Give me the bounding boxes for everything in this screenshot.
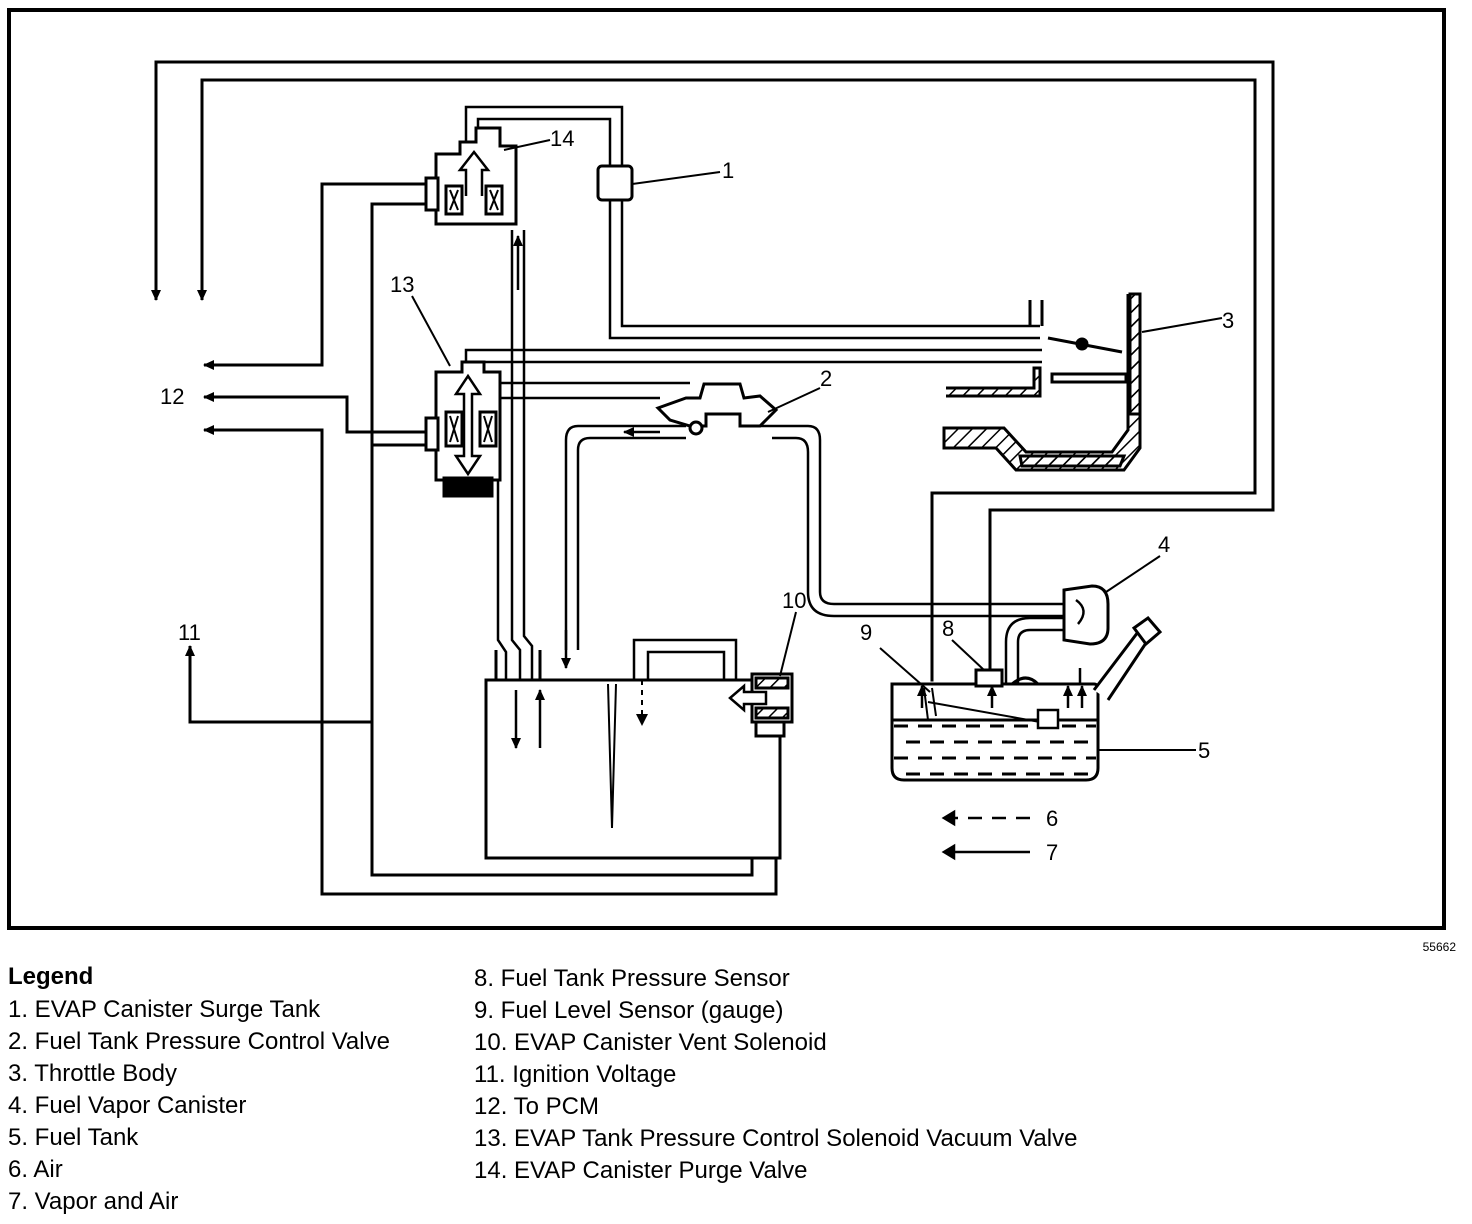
legend-item: 12. To PCM [474,1093,599,1120]
wire-ignition [188,658,374,724]
purge-valve-14 [424,126,518,226]
pressure-control-solenoid-13 [424,360,502,498]
callout-10: 10 [782,588,806,613]
legend-item: 5. Fuel Tank [8,1124,139,1151]
wire-loop-outer [154,60,1275,677]
callout-1: 1 [722,158,734,183]
legend-item: 4. Fuel Vapor Canister [8,1092,247,1119]
legend-item: 2. Fuel Tank Pressure Control Valve [8,1028,390,1055]
figure-number: 55662 [1422,940,1456,954]
legend-item: 13. EVAP Tank Pressure Control Solenoid … [474,1125,1078,1152]
wire-pcm-1 [208,182,430,367]
vent-solenoid-10 [728,672,794,738]
legend-title: Legend [8,963,94,990]
legend-item: 9. Fuel Level Sensor (gauge) [474,997,784,1024]
legend-item: 14. EVAP Canister Purge Valve [474,1157,808,1184]
vapor-canister-4 [1062,584,1110,646]
callout-7: 7 [1046,840,1058,865]
callout-11: 11 [178,620,201,645]
pressure-control-valve-2 [655,382,779,436]
diagram-frame [7,8,1446,930]
wire-loop-inner [200,78,1257,682]
callout-4: 4 [1158,532,1170,557]
callout-5: 5 [1198,738,1210,763]
callout-14: 14 [550,126,574,151]
callout-2: 2 [820,366,832,391]
legend-item: 1. EVAP Canister Surge Tank [8,996,321,1023]
throttle-body-3 [942,292,1142,472]
legend-item: 8. Fuel Tank Pressure Sensor [474,965,790,992]
callout-8: 8 [942,616,954,641]
legend-item: 6. Air [8,1156,63,1183]
legend-item: 11. Ignition Voltage [474,1061,677,1088]
fuel-tank-5 [890,615,1163,782]
legend-item: 10. EVAP Canister Vent Solenoid [474,1029,827,1056]
legend-right-column: 8. Fuel Tank Pressure Sensor 9. Fuel Lev… [474,963,1134,1187]
evap-canister [484,650,782,860]
key-arrows [941,809,1030,861]
callout-13: 13 [390,272,414,297]
callout-6: 6 [1046,806,1058,831]
evap-system-diagram: 1 2 3 4 5 6 7 8 9 10 11 12 13 14 [7,8,1446,930]
surge-tank-1 [596,164,634,202]
legend-left-column: 1. EVAP Canister Surge Tank 2. Fuel Tank… [8,994,390,1218]
callout-3: 3 [1222,308,1234,333]
legend-item: 3. Throttle Body [8,1060,177,1087]
wire-pcm-2 [208,395,427,434]
legend-item: 7. Vapor and Air [8,1188,179,1215]
callout-12: 12 [160,384,184,409]
callout-9: 9 [860,620,872,645]
